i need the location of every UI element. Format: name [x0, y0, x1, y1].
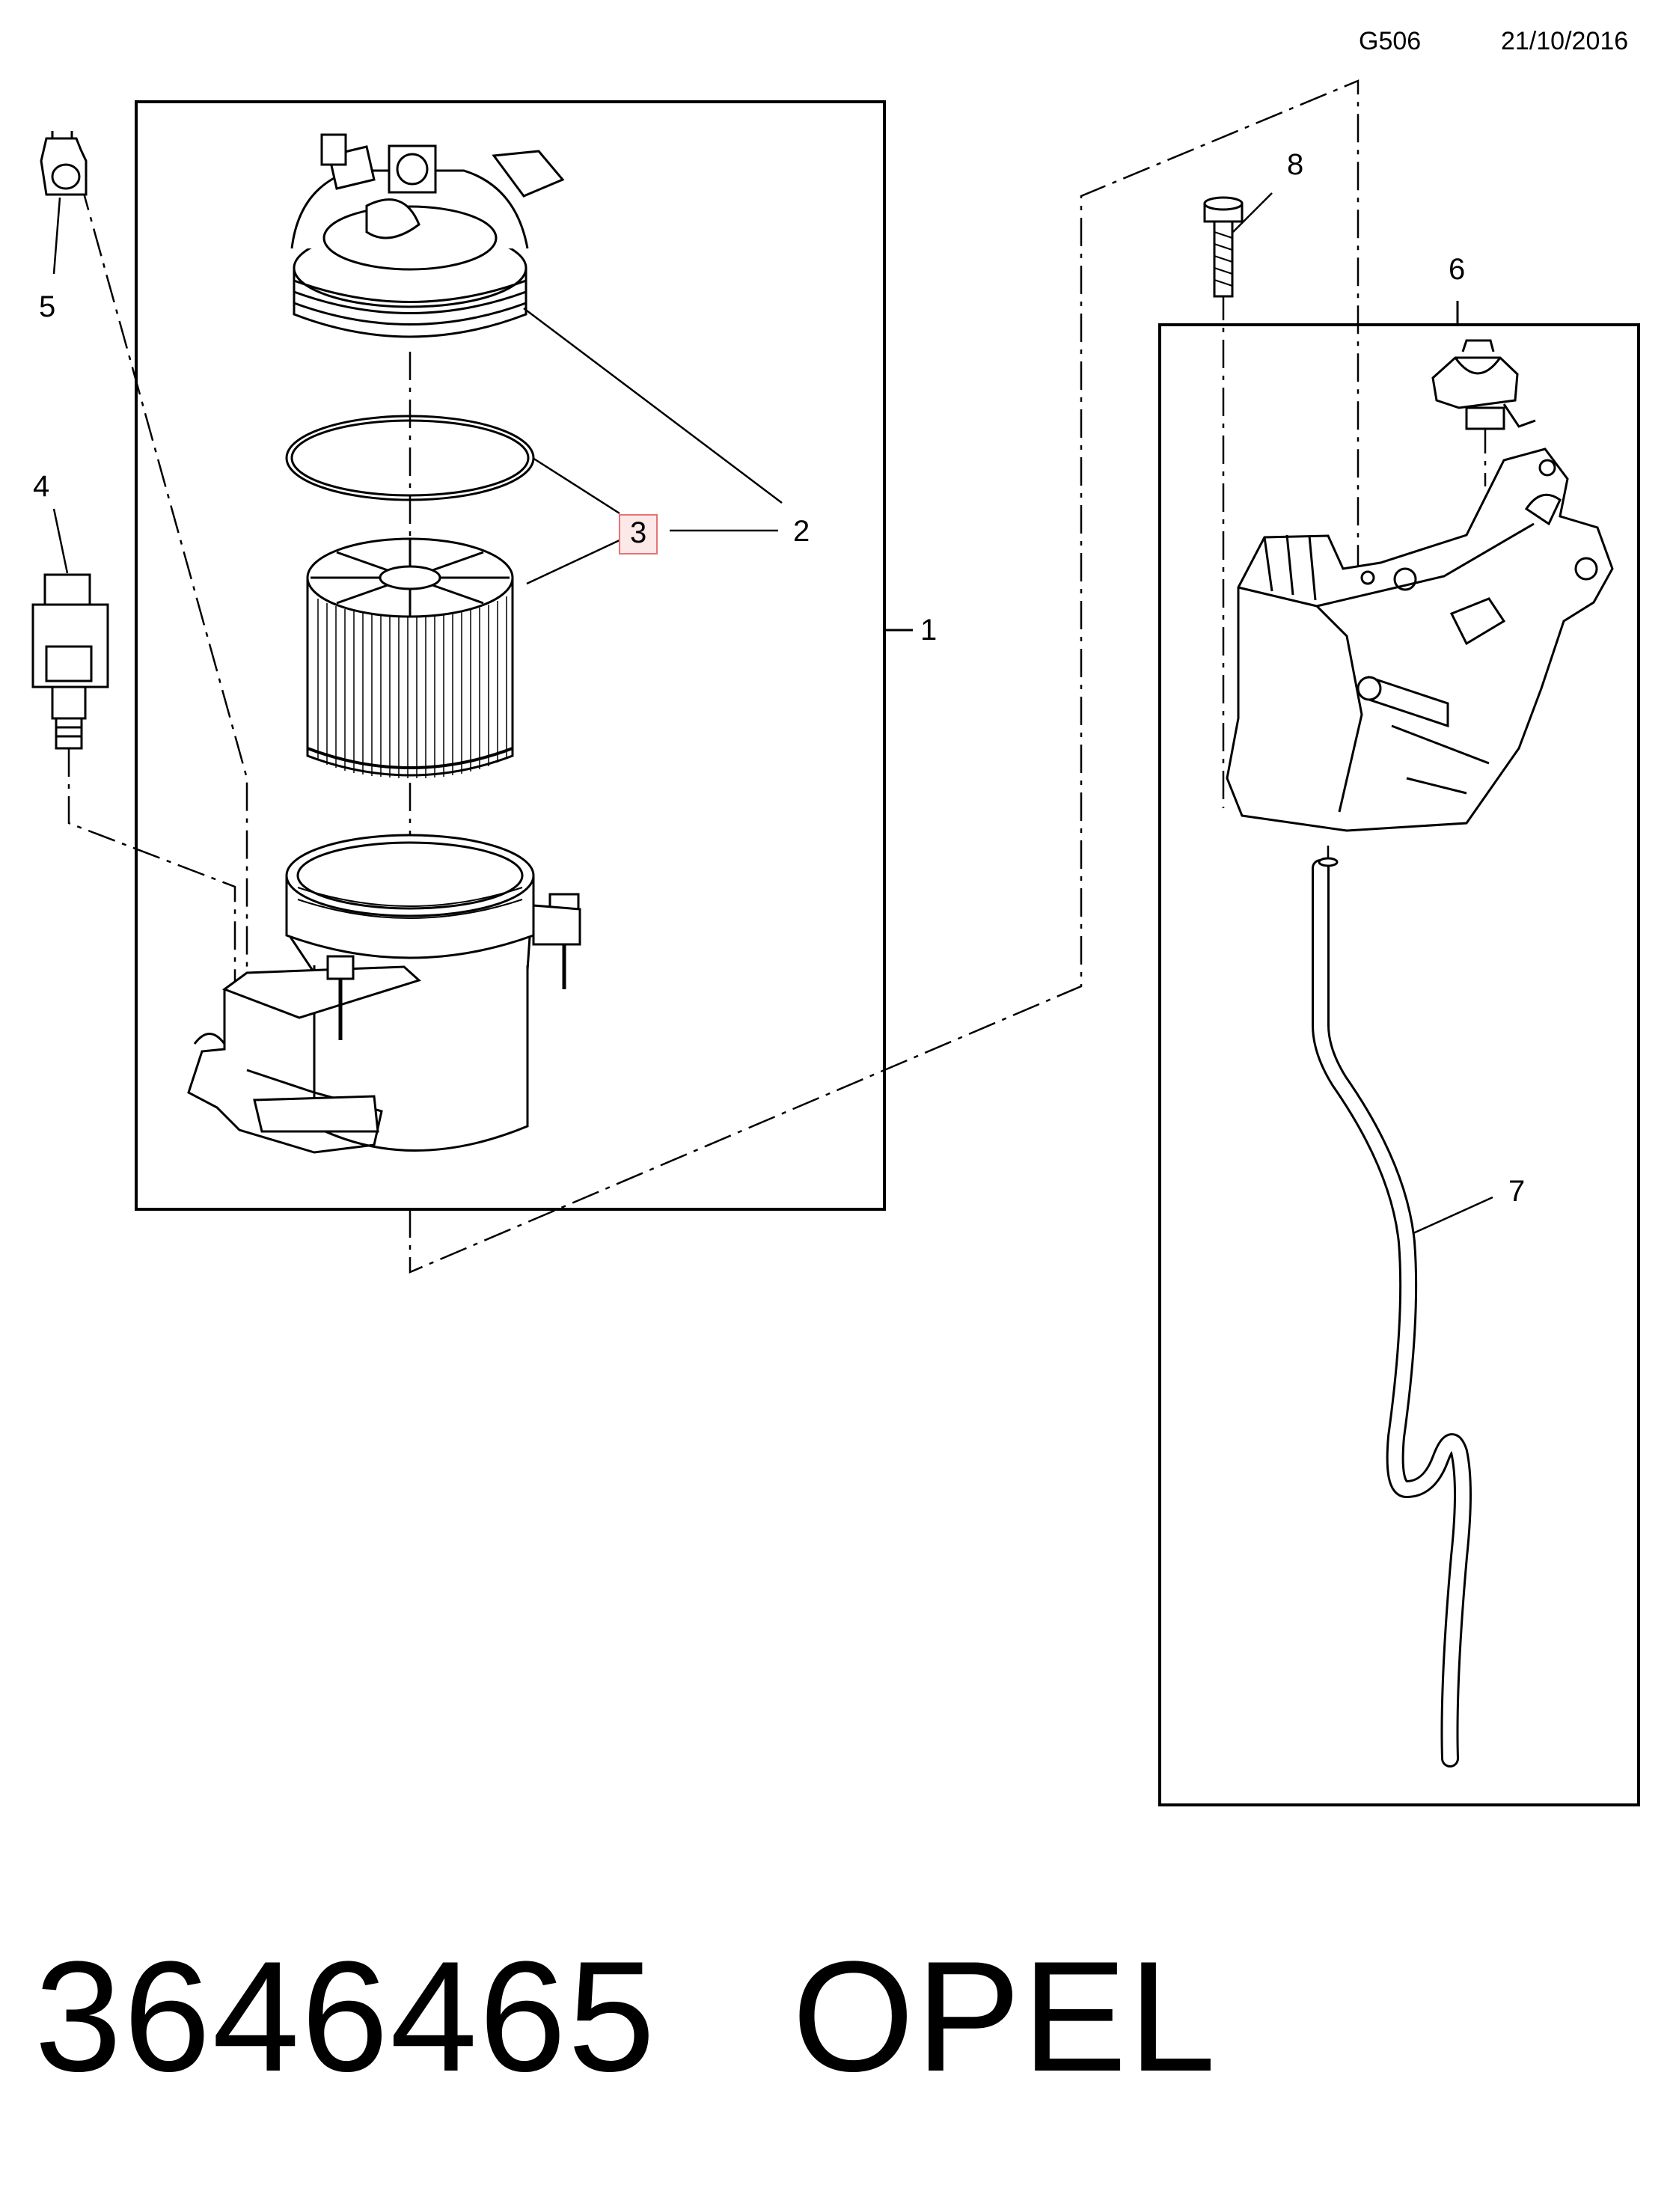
callout-1: 1 [920, 614, 938, 647]
clip [1431, 339, 1536, 430]
callout-3-highlight [619, 514, 658, 554]
filter-element [306, 537, 514, 778]
diagram-code: G506 [1359, 27, 1422, 55]
sensor-4 [31, 573, 109, 750]
diagram-date: 21/10/2016 [1501, 27, 1629, 55]
callout-4: 4 [33, 470, 50, 503]
filter-cap [290, 133, 565, 338]
hose-7 [1312, 857, 1472, 1768]
sensor-5 [40, 131, 88, 196]
o-ring [285, 415, 535, 501]
callout-5: 5 [39, 290, 56, 323]
callout-3: 3 [630, 516, 647, 549]
part-number: 3646465 [34, 1928, 657, 2104]
brand-name: OPEL [792, 1928, 1217, 2104]
footer-part-number: 3646465 OPEL [34, 1931, 1217, 2103]
filter-housing [187, 834, 581, 1154]
assembly-box-1 [135, 100, 886, 1211]
mounting-bracket-6 [1226, 447, 1614, 832]
bolt-8 [1203, 196, 1244, 298]
callout-7: 7 [1508, 1175, 1526, 1208]
assembly-box-6 [1158, 323, 1640, 1806]
callout-8: 8 [1287, 148, 1304, 181]
callout-2: 2 [793, 515, 810, 548]
callout-6: 6 [1449, 253, 1466, 286]
